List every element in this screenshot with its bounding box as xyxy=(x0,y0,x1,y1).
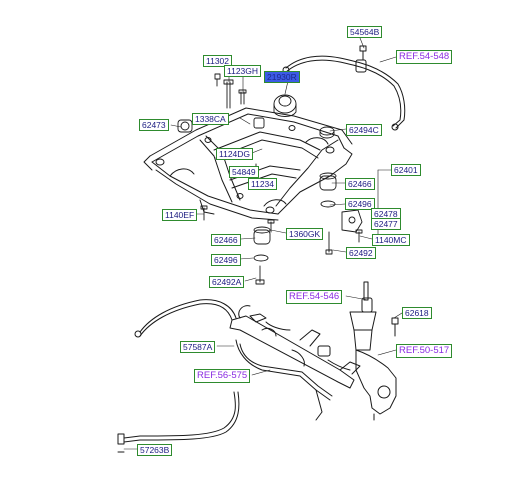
part-label-62618[interactable]: 62618 xyxy=(402,307,432,319)
part-label-11302[interactable]: 11302 xyxy=(203,55,233,67)
part-label-62466-lower[interactable]: 62466 xyxy=(211,234,241,246)
part-label-57587a[interactable]: 57587A xyxy=(180,341,216,353)
part-label-62496-lower[interactable]: 62496 xyxy=(211,254,241,266)
part-label-1360gk[interactable]: 1360GK xyxy=(286,228,324,240)
bracket-62478 xyxy=(341,209,363,233)
part-label-62494c[interactable]: 62494C xyxy=(346,124,382,136)
part-label-1140ef[interactable]: 1140EF xyxy=(162,209,198,221)
bolt-62492a xyxy=(255,265,265,285)
mount-bolts xyxy=(214,73,247,109)
ref-label-54-548[interactable]: REF.54-548 xyxy=(396,50,453,64)
strut-assembly xyxy=(349,281,399,351)
leader-lines xyxy=(123,32,403,450)
bolt-1140mc xyxy=(355,229,363,243)
part-label-1140mc[interactable]: 1140MC xyxy=(372,234,410,246)
engine-mount xyxy=(273,94,297,117)
part-label-21930r-highlighted[interactable]: 21930R xyxy=(264,71,300,83)
washer-62496-right xyxy=(320,200,336,208)
part-label-62496-upper[interactable]: 62496 xyxy=(345,198,375,210)
part-label-54849[interactable]: 54849 xyxy=(229,166,259,178)
part-label-1124dg[interactable]: 1124DG xyxy=(216,148,254,160)
ref-label-54-546[interactable]: REF.54-546 xyxy=(286,290,343,304)
part-label-57263b[interactable]: 57263B xyxy=(137,444,173,456)
part-label-1123gh[interactable]: 1123GH xyxy=(224,65,262,77)
bolt-62492-right xyxy=(325,231,333,255)
steering-knuckle xyxy=(355,349,397,421)
washer-62496-left xyxy=(253,254,269,262)
part-label-62473[interactable]: 62473 xyxy=(139,119,169,131)
part-label-1338ca[interactable]: 1338CA xyxy=(192,113,229,125)
part-label-62492[interactable]: 62492 xyxy=(346,247,376,259)
bushing-62494c xyxy=(319,126,335,139)
part-label-62492a[interactable]: 62492A xyxy=(209,276,245,288)
part-label-54564b[interactable]: 54564B xyxy=(347,26,383,38)
part-label-62466-upper[interactable]: 62466 xyxy=(345,178,375,190)
bushing-62466-left xyxy=(253,226,271,245)
bushing-62473 xyxy=(177,117,265,133)
ref-label-56-575[interactable]: REF.56-575 xyxy=(194,369,251,383)
bushing-62466-right xyxy=(319,172,337,191)
ref-label-50-517[interactable]: REF.50-517 xyxy=(396,344,453,358)
stabilizer-bar xyxy=(282,45,406,131)
steering-gear xyxy=(229,305,361,389)
part-label-62401[interactable]: 62401 xyxy=(391,164,421,176)
part-label-62477[interactable]: 62477 xyxy=(371,218,401,230)
part-label-11234[interactable]: 11234 xyxy=(248,178,278,190)
pressure-hoses xyxy=(117,299,333,453)
